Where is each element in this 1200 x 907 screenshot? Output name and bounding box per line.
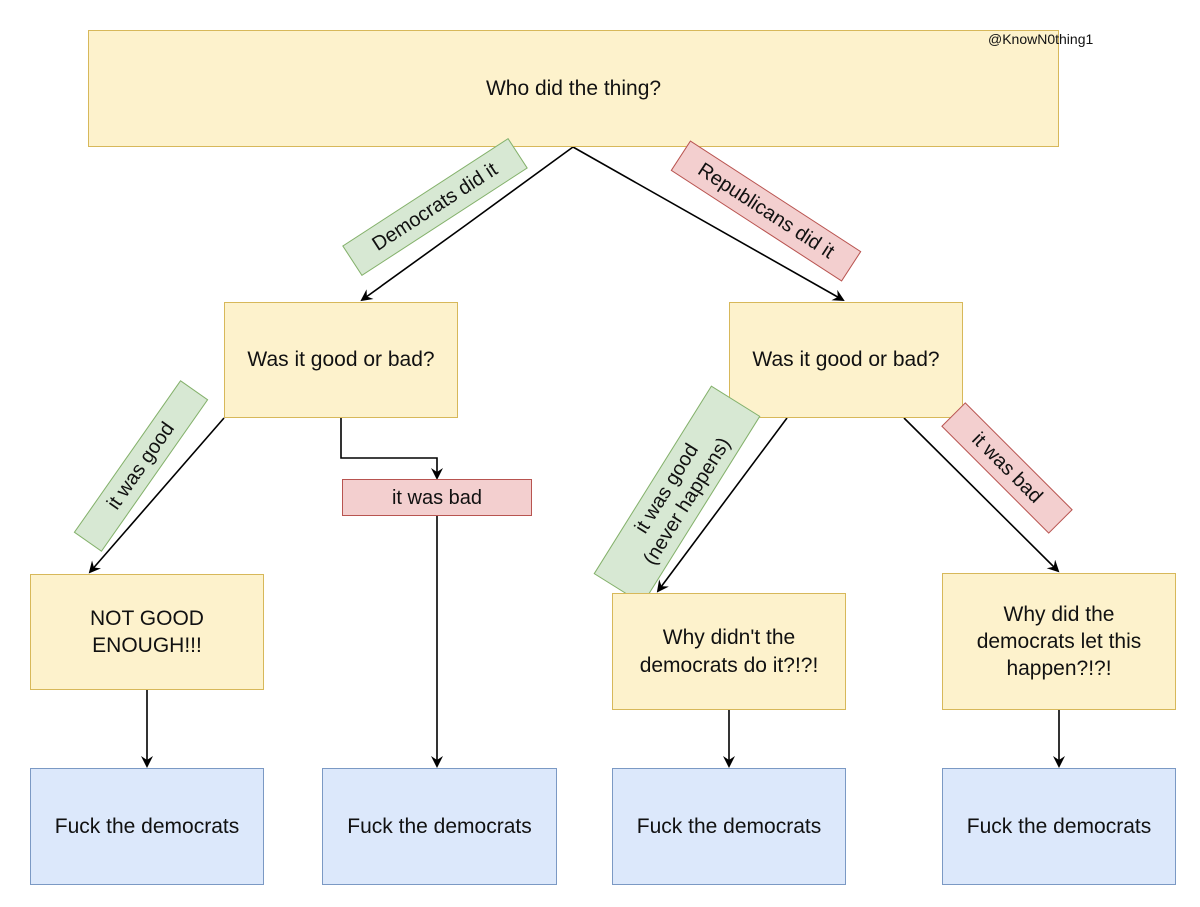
arrow-root-to-left [360,146,574,302]
outcome-box-4: Fuck the democrats [942,768,1176,885]
arrow-root-to-right [572,146,845,301]
outcome-box-3: Fuck the democrats [612,768,846,885]
why-let-box: Why did the democrats let this happen?!?… [942,573,1176,710]
watermark-handle: @KnowN0thing1 [988,31,1094,47]
root-question-text: Who did the thing? [485,76,662,100]
arrow-right-good [656,417,788,593]
why-didnt-box: Why didn't the democrats do it?!?! [612,593,846,710]
edge-label-left-bad: it was bad [342,479,532,516]
outcome-box-2: Fuck the democrats [322,768,557,885]
arrow-right-bad [903,417,1060,573]
arrow-left-good [88,417,225,574]
left-question-box: Was it good or bad? [224,302,458,418]
root-question-box: Who did the thing? [88,30,1059,147]
outcome-box-1: Fuck the democrats [30,768,264,885]
not-good-enough-box: NOT GOOD ENOUGH!!! [30,574,264,690]
right-question-box: Was it good or bad? [729,302,963,418]
arrow-left-bad [340,418,443,480]
